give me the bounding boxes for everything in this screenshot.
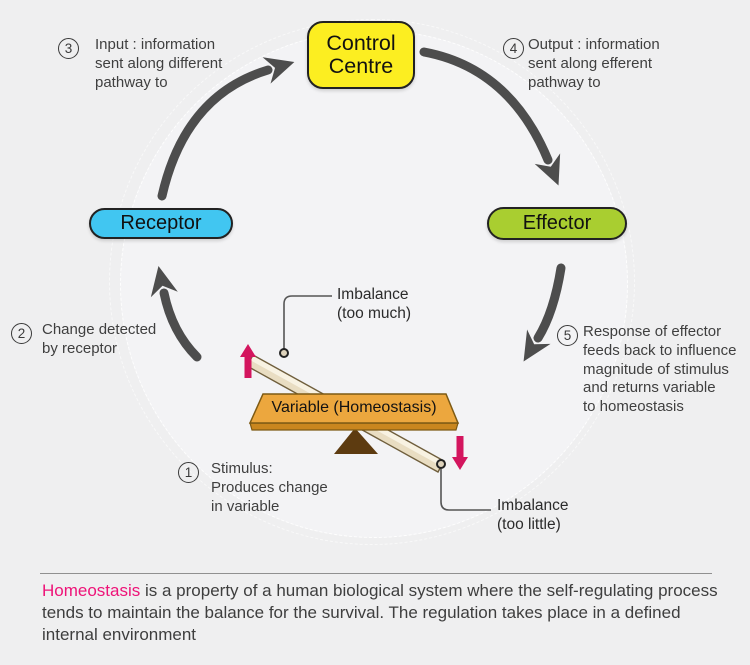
step-5-number: 5 xyxy=(557,325,578,346)
up-arrow-icon xyxy=(240,344,256,378)
diagram-graphics xyxy=(150,47,566,511)
variable-banner xyxy=(248,393,460,431)
step-2-number: 2 xyxy=(11,323,32,344)
arc-stimulus-to-receptor xyxy=(150,266,202,362)
step-2-text: Change detected by receptor xyxy=(42,321,157,357)
caption-highlight: Homeostasis xyxy=(42,581,141,600)
node-control-centre: Control Centre xyxy=(307,21,415,89)
step-4-text: Output : information sent along efferent… xyxy=(528,36,660,91)
seesaw-fulcrum xyxy=(334,428,378,454)
background-outer-ring xyxy=(109,19,635,545)
node-receptor: Receptor xyxy=(89,208,233,239)
step-3-number: 3 xyxy=(58,38,79,59)
node-effector: Effector xyxy=(487,207,627,240)
connector-too-little xyxy=(440,469,491,511)
variable-banner-label: Variable (Homeostasis) xyxy=(271,399,437,416)
imbalance-too-much-label: Imbalance (too much) xyxy=(337,286,412,322)
arc-effector-to-feedback xyxy=(523,263,566,362)
down-arrow-icon xyxy=(452,436,468,470)
step-4-number: 4 xyxy=(503,38,524,59)
step-1-number: 1 xyxy=(178,462,199,483)
connector-too-much xyxy=(283,295,332,349)
arc-receptor-to-control xyxy=(157,57,295,201)
step-5-text: Response of effector feeds back to influ… xyxy=(583,323,737,415)
caption-paragraph: Homeostasis is a property of a human bio… xyxy=(42,580,720,646)
arc-control-to-effector xyxy=(419,47,561,186)
plank-end-dot-left xyxy=(279,348,289,358)
step-3-text: Input : information sent along different… xyxy=(95,36,223,91)
imbalance-too-little-label: Imbalance (too little) xyxy=(497,497,569,533)
caption-body: is a property of a human biological syst… xyxy=(42,581,718,645)
caption-divider xyxy=(40,573,712,574)
step-1-text: Stimulus: Produces change in variable xyxy=(211,460,328,515)
plank-end-dot-right xyxy=(436,459,446,469)
